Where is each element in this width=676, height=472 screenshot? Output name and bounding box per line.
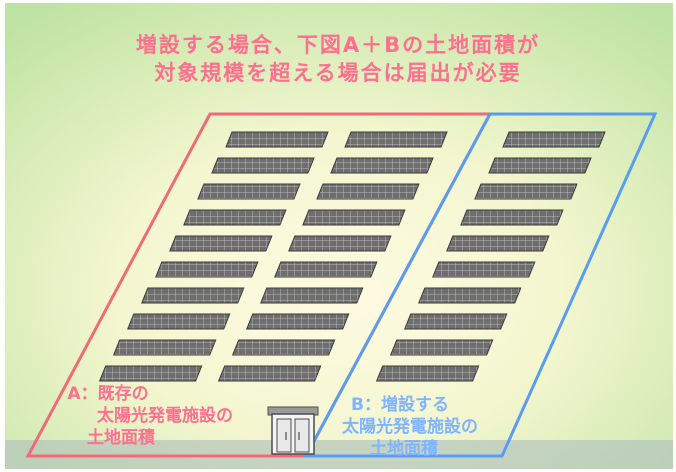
power-conditioner-building-icon xyxy=(267,406,319,455)
panel-b-row-8 xyxy=(403,313,508,330)
panel-a-right-row-8 xyxy=(245,313,350,330)
panel-a-right-row-10 xyxy=(217,365,322,382)
panel-a-right-row-9 xyxy=(231,339,336,356)
panel-a-right-row-6 xyxy=(274,261,378,278)
panel-b-row-9 xyxy=(389,339,494,356)
panel-a-left-row-1 xyxy=(225,131,329,148)
panel-a-right-row-2 xyxy=(330,157,434,174)
title-line-1: 増設する場合、下図A＋Bの土地面積が xyxy=(136,33,540,57)
panel-a-left-row-2 xyxy=(211,157,315,174)
area-b-label-line-3: 土地面積 xyxy=(370,438,439,459)
panel-a-right-row-5 xyxy=(288,235,392,252)
panel-a-right-row-1 xyxy=(344,131,448,148)
area-a-label-line-1: A：既存の xyxy=(67,383,148,404)
area-b-outline xyxy=(303,112,658,458)
panel-b-row-6 xyxy=(432,261,536,278)
area-b-label-line-2: 太陽光発電施設の xyxy=(342,416,478,437)
panel-a-right-row-7 xyxy=(260,287,364,304)
panel-b-row-5 xyxy=(446,235,550,252)
panel-b-row-2 xyxy=(488,157,592,174)
panel-a-right-row-3 xyxy=(316,183,420,200)
panel-b-row-10 xyxy=(375,365,480,382)
panel-a-left-row-10 xyxy=(98,365,203,382)
area-b-label-line-1: B：増設する xyxy=(351,394,449,415)
panel-a-left-row-7 xyxy=(141,287,245,304)
panel-a-left-row-8 xyxy=(126,313,231,330)
panel-a-left-row-4 xyxy=(183,209,287,226)
panel-a-left-row-5 xyxy=(169,235,273,252)
panel-b-row-4 xyxy=(460,209,564,226)
panel-a-left-row-6 xyxy=(155,261,259,278)
solar-panel-array xyxy=(98,131,606,382)
area-a-label-line-3: 土地面積 xyxy=(87,427,156,448)
panel-a-left-row-9 xyxy=(112,339,217,356)
panel-b-row-3 xyxy=(474,183,578,200)
area-a-label-line-2: 太陽光発電施設の xyxy=(97,405,233,426)
panel-a-right-row-4 xyxy=(302,209,406,226)
panel-b-row-1 xyxy=(502,131,606,148)
title-line-2: 対象規模を超える場合は届出が必要 xyxy=(154,61,521,85)
panel-a-left-row-3 xyxy=(197,183,301,200)
panel-b-row-7 xyxy=(418,287,522,304)
